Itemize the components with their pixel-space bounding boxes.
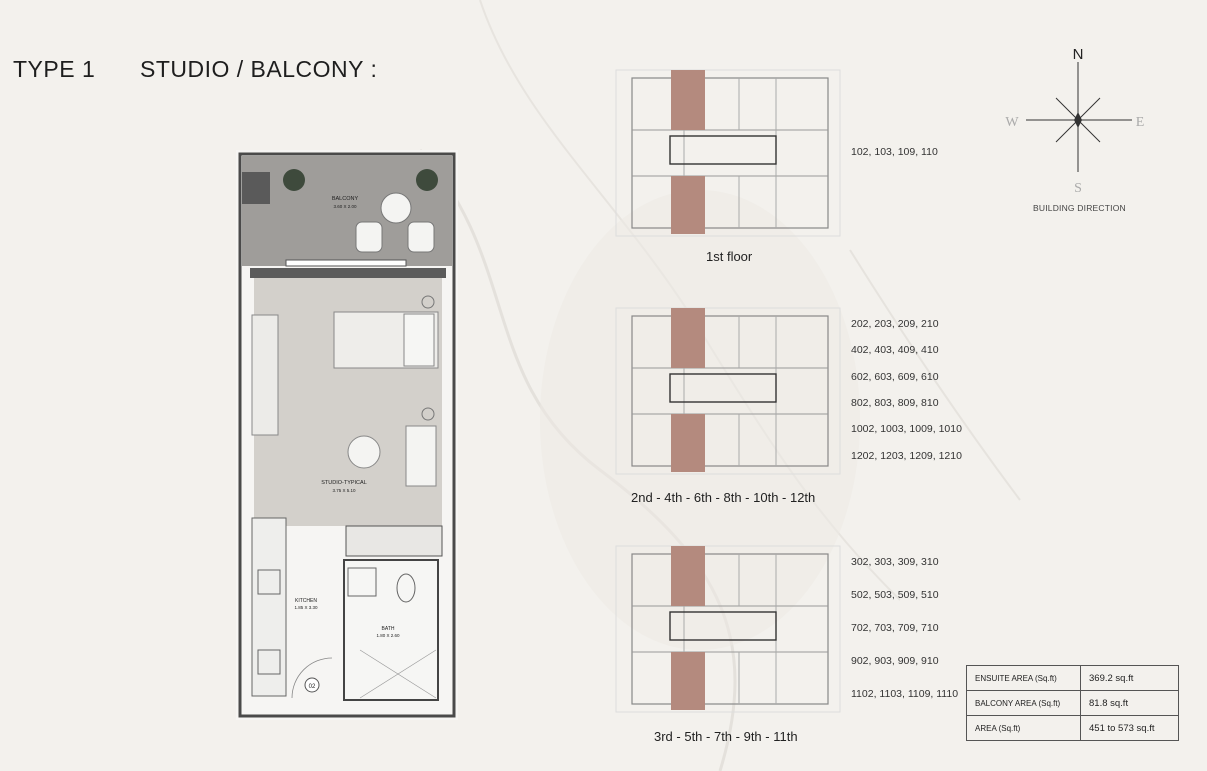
unit-type-title: STUDIO / BALCONY :: [140, 56, 378, 82]
studio-label: STUDIO-TYPICAL: [321, 480, 367, 486]
floor-caption-odd: 3rd - 5th - 7th - 9th - 11th: [654, 729, 798, 744]
highlight-unit: [671, 414, 705, 472]
unit-numbers: 1002, 1003, 1009, 1010: [851, 423, 962, 435]
kitchen-size: 1.85 X 3.30: [294, 605, 318, 610]
round-table-icon: [347, 435, 381, 469]
type-title: TYPE 1: [13, 56, 96, 82]
unit-tag: 02: [309, 684, 316, 690]
wardrobe: [251, 314, 279, 436]
floor-caption-1st: 1st floor: [706, 249, 753, 264]
area-value: 81.8 sq.ft: [1080, 690, 1179, 716]
unit-numbers: 502, 503, 509, 510: [851, 589, 939, 601]
studio-size: 3.75 X 5.10: [332, 488, 356, 493]
unit-numbers: 702, 703, 709, 710: [851, 622, 939, 634]
table-row: ENSUITE AREA (Sq.ft) 369.2 sq.ft: [966, 665, 1179, 691]
unit-numbers: 602, 603, 609, 610: [851, 371, 939, 383]
compass-west: W: [1005, 115, 1019, 130]
highlight-unit: [671, 546, 705, 606]
highlight-unit: [671, 176, 705, 234]
compass-south: S: [1074, 181, 1082, 196]
compass-east: E: [1136, 115, 1145, 130]
building-direction-caption: BUILDING DIRECTION: [1033, 203, 1126, 213]
table-icon: [380, 192, 412, 224]
bath-room: [343, 559, 439, 701]
area-value: 369.2 sq.ft: [1080, 665, 1179, 691]
highlight-unit: [671, 70, 705, 130]
highlight-unit: [671, 308, 705, 368]
toilet-icon: [396, 573, 416, 603]
area-label: ENSUITE AREA (Sq.ft): [966, 665, 1081, 691]
floor-key-plan-1st: [615, 69, 841, 237]
kitchen-counter: [251, 517, 287, 697]
balcony-label: BALCONY: [332, 196, 359, 202]
door-swing: [291, 657, 333, 699]
compass-north: N: [1073, 46, 1084, 63]
sofa-icon: [405, 425, 437, 487]
floor-key-plan-even: [615, 307, 841, 475]
area-label: BALCONY AREA (Sq.ft): [966, 690, 1081, 716]
highlight-unit: [671, 652, 705, 710]
floor-caption-even: 2nd - 4th - 6th - 8th - 10th - 12th: [631, 490, 816, 505]
compass-rose-icon: N S E W: [1005, 46, 1145, 196]
unit-numbers: 802, 803, 809, 810: [851, 397, 939, 409]
bath-label: BATH: [382, 626, 395, 632]
kitchen-label: KITCHEN: [295, 598, 317, 604]
area-table: ENSUITE AREA (Sq.ft) 369.2 sq.ft BALCONY…: [966, 665, 1179, 741]
plant-icon: [416, 169, 438, 191]
area-label: AREA (Sq.ft): [966, 715, 1081, 741]
unit-numbers: 1202, 1203, 1209, 1210: [851, 450, 962, 462]
chair-icon: [355, 221, 383, 253]
unit-numbers: 1102, 1103, 1109, 1110: [851, 688, 959, 700]
chair-icon: [407, 221, 435, 253]
studio-floor-plan: BALCONY 3.60 X 2.00 STUDIO-TYPICAL 3.75 …: [236, 150, 458, 720]
balcony-size: 3.60 X 2.00: [333, 204, 357, 209]
unit-numbers: 902, 903, 909, 910: [851, 655, 939, 667]
unit-numbers: 302, 303, 309, 310: [851, 556, 939, 568]
floor-key-plan-odd: [615, 545, 841, 713]
plant-icon: [283, 169, 305, 191]
unit-numbers: 102, 103, 109, 110: [851, 146, 938, 158]
unit-numbers: 202, 203, 209, 210: [851, 318, 939, 330]
bath-size: 1.80 X 2.60: [376, 633, 400, 638]
table-row: AREA (Sq.ft) 451 to 573 sq.ft: [966, 715, 1179, 741]
table-row: BALCONY AREA (Sq.ft) 81.8 sq.ft: [966, 690, 1179, 716]
unit-numbers: 402, 403, 409, 410: [851, 344, 939, 356]
wardrobe-bank: [345, 525, 443, 557]
area-value: 451 to 573 sq.ft: [1080, 715, 1179, 741]
